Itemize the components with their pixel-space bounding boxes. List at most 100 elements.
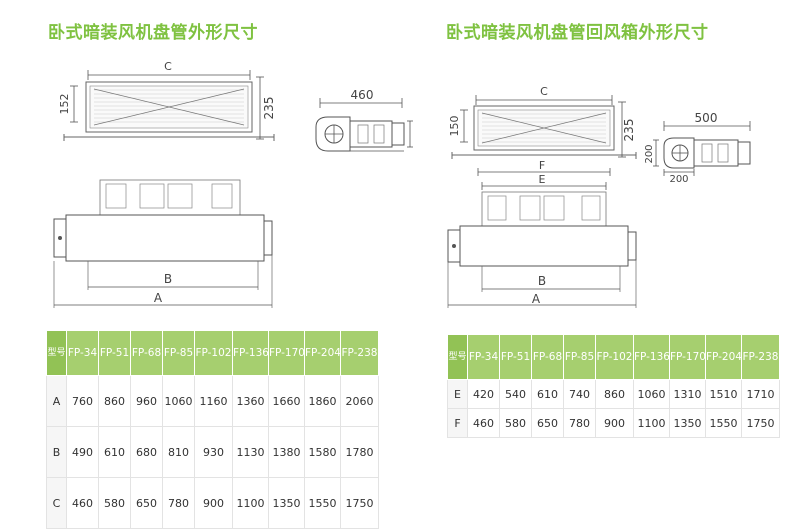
- dim-label-235: 235: [262, 97, 276, 120]
- left-table-model-header: FP-51: [98, 330, 131, 376]
- dim-label-b-right: B: [538, 274, 546, 288]
- table-cell: 740: [563, 379, 596, 409]
- right-table-header-row: 型号 FP-34 FP-51 FP-68 FP-85 FP-102 FP-136…: [447, 334, 780, 380]
- table-cell: 650: [130, 477, 163, 529]
- dim-label-150: 150: [448, 116, 461, 137]
- left-table-row-a: A 760 860 960 1060 1160 1360 1660 1860 2…: [46, 375, 379, 427]
- table-cell: 1350: [268, 477, 305, 529]
- left-table-model-header: FP-102: [194, 330, 233, 376]
- table-cell: 1780: [340, 426, 379, 478]
- dim-label-c-right: C: [540, 85, 548, 98]
- table-cell: 1710: [741, 379, 780, 409]
- left-table-row-label: B: [46, 426, 67, 478]
- table-cell: 1580: [304, 426, 341, 478]
- right-dimensions-table: 型号 FP-34 FP-51 FP-68 FP-85 FP-102 FP-136…: [447, 334, 780, 438]
- table-cell: 900: [194, 477, 233, 529]
- left-table-row-c: C 460 580 650 780 900 1100 1350 1550 175…: [46, 477, 379, 529]
- table-cell: 1380: [268, 426, 305, 478]
- table-cell: 810: [162, 426, 195, 478]
- table-cell: 1510: [705, 379, 742, 409]
- table-cell: 460: [467, 408, 500, 438]
- table-cell: 760: [66, 375, 99, 427]
- table-cell: 1860: [304, 375, 341, 427]
- table-cell: 650: [531, 408, 564, 438]
- dim-label-a-right: A: [532, 292, 541, 306]
- table-cell: 1360: [232, 375, 269, 427]
- table-cell: 1160: [194, 375, 233, 427]
- left-front-elevation-drawing: C 152 235: [58, 60, 276, 141]
- right-table-model-header: FP-85: [563, 334, 596, 380]
- right-plan-view-drawing: F E B A: [447, 159, 637, 308]
- right-table-model-header: FP-102: [595, 334, 634, 380]
- dim-label-f: F: [539, 159, 545, 172]
- left-table-model-header: FP-34: [66, 330, 99, 376]
- left-section-title: 卧式暗装风机盘管外形尺寸: [48, 23, 258, 43]
- dim-label-500: 500: [695, 111, 718, 125]
- right-side-view-drawing: 500 200 200: [644, 111, 751, 185]
- left-table-row-label: C: [46, 477, 67, 529]
- dim-label-200-horizontal: 200: [669, 174, 688, 185]
- left-table-row-b: B 490 610 680 810 930 1130 1380 1580 178…: [46, 426, 379, 478]
- right-table-model-header: FP-68: [531, 334, 564, 380]
- table-cell: 580: [499, 408, 532, 438]
- table-cell: 1310: [669, 379, 706, 409]
- right-table-row-label: E: [447, 379, 468, 409]
- table-cell: 1750: [340, 477, 379, 529]
- table-cell: 1550: [705, 408, 742, 438]
- left-table-model-header: FP-170: [268, 330, 305, 376]
- left-table-row-label: A: [46, 375, 67, 427]
- table-cell: 1350: [669, 408, 706, 438]
- table-cell: 1060: [633, 379, 670, 409]
- right-table-row-e: E 420 540 610 740 860 1060 1310 1510 171…: [447, 379, 780, 409]
- dim-label-e: E: [539, 173, 546, 186]
- left-dimensions-table: 型号 FP-34 FP-51 FP-68 FP-85 FP-102 FP-136…: [46, 330, 379, 529]
- left-table-model-header: FP-204: [304, 330, 341, 376]
- table-cell: 960: [130, 375, 163, 427]
- dim-label-200-vertical: 200: [644, 144, 655, 163]
- dim-label-c: C: [164, 60, 172, 73]
- left-table-header-row: 型号 FP-34 FP-51 FP-68 FP-85 FP-102 FP-136…: [46, 330, 379, 376]
- table-cell: 490: [66, 426, 99, 478]
- table-cell: 1550: [304, 477, 341, 529]
- table-cell: 930: [194, 426, 233, 478]
- left-table-model-header: FP-136: [232, 330, 269, 376]
- right-table-row-f: F 460 580 650 780 900 1100 1350 1550 175…: [447, 408, 780, 438]
- dim-label-460: 460: [351, 88, 374, 102]
- table-cell: 540: [499, 379, 532, 409]
- table-cell: 2060: [340, 375, 379, 427]
- table-cell: 900: [595, 408, 634, 438]
- right-table-model-header: FP-51: [499, 334, 532, 380]
- left-table-corner-header: 型号: [46, 330, 67, 376]
- left-table-model-header: FP-85: [162, 330, 195, 376]
- table-cell: 780: [563, 408, 596, 438]
- right-section-title: 卧式暗装风机盘管回风箱外形尺寸: [446, 23, 709, 43]
- table-cell: 1660: [268, 375, 305, 427]
- right-table-model-header: FP-170: [669, 334, 706, 380]
- table-cell: 610: [531, 379, 564, 409]
- table-cell: 1130: [232, 426, 269, 478]
- right-table-model-header: FP-136: [633, 334, 670, 380]
- table-cell: 610: [98, 426, 131, 478]
- table-cell: 1100: [232, 477, 269, 529]
- dim-label-b: B: [164, 272, 172, 286]
- table-cell: 1060: [162, 375, 195, 427]
- right-table-model-header: FP-238: [741, 334, 780, 380]
- dim-label-235-right: 235: [622, 119, 636, 142]
- table-cell: 860: [595, 379, 634, 409]
- table-cell: 580: [98, 477, 131, 529]
- right-table-row-label: F: [447, 408, 468, 438]
- left-table-model-header: FP-238: [340, 330, 379, 376]
- table-cell: 1100: [633, 408, 670, 438]
- left-table-model-header: FP-68: [130, 330, 163, 376]
- right-table-model-header: FP-204: [705, 334, 742, 380]
- table-cell: 860: [98, 375, 131, 427]
- left-side-view-drawing: 460: [315, 88, 413, 152]
- dim-label-a: A: [154, 291, 163, 305]
- table-cell: 1750: [741, 408, 780, 438]
- table-cell: 780: [162, 477, 195, 529]
- right-front-elevation-drawing: C 150 235: [448, 85, 637, 159]
- right-table-model-header: FP-34: [467, 334, 500, 380]
- table-cell: 460: [66, 477, 99, 529]
- table-cell: 680: [130, 426, 163, 478]
- table-cell: 420: [467, 379, 500, 409]
